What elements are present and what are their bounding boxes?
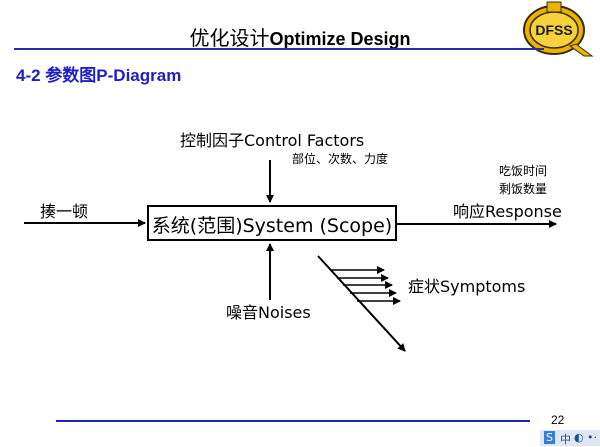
input-label: 揍一顿 (40, 202, 89, 221)
logo-text: DFSS (535, 22, 572, 38)
noise-label: 噪音Noises (226, 303, 311, 322)
tray-ime-chinese-icon[interactable]: 中 (560, 433, 571, 446)
system-tray: S 中 ◐ •· (540, 430, 600, 446)
slide-title-en: Optimize Design (269, 29, 411, 49)
footer-divider (56, 420, 530, 422)
slide-title-zh: 优化设计 (189, 26, 270, 50)
tray-sogou-icon[interactable]: S (544, 431, 555, 444)
system-label: 系统(范围)System (Scope) (151, 215, 393, 237)
response-example-2: 剩饭数量 (499, 182, 548, 196)
slide-title: 优化设计Optimize Design (0, 22, 600, 51)
tray-punctuation-icon[interactable]: •· (587, 431, 597, 444)
page-number: 22 (551, 413, 565, 427)
dfss-logo: DFSS (510, 0, 598, 58)
system-box (147, 205, 397, 241)
logo-crest (546, 1, 562, 13)
control-factors-label: 控制因子Control Factors (180, 131, 365, 150)
response-label: 响应Response (453, 202, 562, 221)
dfss-logo-graphic: DFSS (523, 1, 594, 57)
response-example-1: 吃饭时间 (499, 164, 548, 178)
symptoms-label: 症状Symptoms (408, 277, 526, 296)
control-factors-examples: 部位、次数、力度 (292, 152, 389, 166)
symptoms-diagonal-arrow (317, 255, 406, 352)
section-heading: 4-2 参数图P-Diagram (16, 66, 182, 85)
logo-tail (568, 43, 594, 57)
title-divider (14, 48, 544, 50)
tray-moon-icon[interactable]: ◐ (574, 431, 584, 444)
